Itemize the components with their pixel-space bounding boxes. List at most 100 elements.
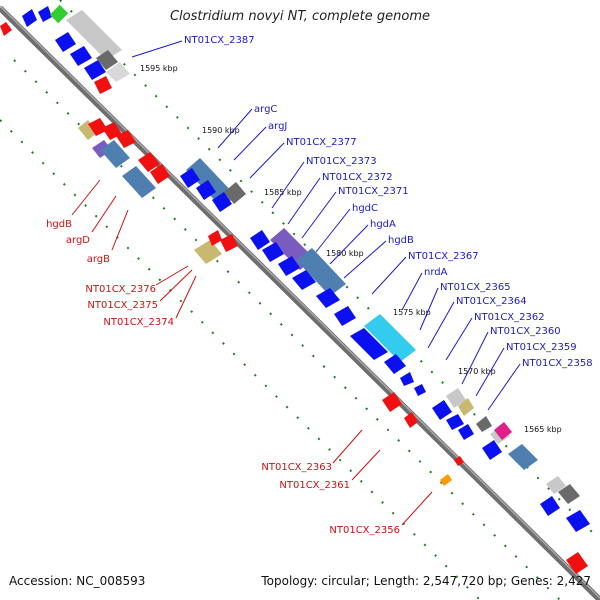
leader-line [271,161,305,209]
reverse-gene [404,412,418,428]
forward-gene [316,288,340,308]
forward-gene [180,168,200,188]
leader-line [233,126,267,161]
gene-label: NT01CX_2356 [329,525,400,536]
reverse-gene [94,76,112,94]
gene-label: NT01CX_2374 [103,317,174,328]
forward-gene [55,32,76,52]
forward-gene [262,242,284,262]
leader-line [351,449,381,481]
leader-line [332,429,363,464]
forward-gene [38,6,52,22]
leader-line [427,301,455,349]
forward-gene-dark [476,416,492,432]
forward-gene-blue-bar [508,444,538,470]
red-gene-labels: hgdB argD argB NT01CX_2376 NT01CX_2375 N… [46,219,400,536]
forward-gene [432,400,452,420]
reverse-gene [454,456,464,466]
forward-gene [212,192,232,212]
gene-label: NT01CX_2387 [184,35,255,46]
gene-label: NT01CX_2377 [286,137,357,148]
forward-gene [446,414,464,430]
gene-label: argB [87,254,110,265]
leader-line [401,491,433,526]
forward-gene [414,384,426,396]
kbp-tick-label: 1595 kbp [140,64,178,73]
leader-line [461,331,489,385]
gene-label: argD [66,235,90,246]
gene-label: argC [254,104,277,115]
gene-label: NT01CX_2373 [306,156,377,167]
forward-gene-dark [96,50,118,70]
gene-label: NT01CX_2372 [322,172,393,183]
forward-strand-genes [22,4,590,532]
forward-gene-light [66,10,122,60]
kbp-tick-label: 1570 kbp [458,367,496,376]
leader-line [419,287,439,331]
forward-gene-blue-bar [296,248,346,296]
leader-line [343,240,387,279]
forward-gene [250,230,270,250]
reverse-gene [138,152,160,172]
genome-backbone-highlight [0,5,600,599]
leader-line [91,195,117,233]
reverse-gene-olive [78,120,98,140]
leader-line [329,224,369,265]
leader-line [287,177,321,225]
leader-line [487,363,521,411]
leader-line [217,108,253,149]
leader-line [475,347,505,397]
forward-gene-cyan-bar [364,314,416,362]
reverse-gene-blue-bar [122,166,156,198]
leader-line [401,272,423,311]
forward-gene-green [49,4,69,24]
kbp-tick-label: 1565 kbp [524,425,562,434]
forward-gene-light [106,62,130,82]
reverse-gene-olive [194,240,222,264]
gene-label: NT01CX_2371 [338,186,409,197]
forward-gene [22,9,37,27]
forward-gene [350,328,388,360]
kbp-tick-label: 1575 kbp [393,308,431,317]
forward-gene [540,496,560,516]
leader-line [301,191,337,239]
forward-gene [566,510,590,532]
gene-label: NT01CX_2363 [261,462,332,473]
leader-line [445,317,473,361]
leader-line [71,179,101,216]
reverse-gene [566,552,588,574]
accession-label: Accession: NC_008593 [9,574,146,588]
blue-label-leaders [131,40,521,411]
forward-gene [482,440,502,460]
reverse-gene [382,392,402,412]
gene-label: NT01CX_2360 [490,326,561,337]
blue-gene-labels: NT01CX_2387 argC argJ NT01CX_2377 NT01CX… [184,35,593,369]
forward-gene [70,46,92,66]
genome-backbone [0,5,600,600]
gene-label: NT01CX_2375 [87,300,158,311]
leader-line [249,142,285,179]
gene-label: hgdC [352,203,378,214]
forward-gene-olive [458,398,474,416]
gene-label: hgdB [388,235,414,246]
forward-gene [400,372,414,386]
leader-line [159,269,193,302]
reverse-gene-orange [440,474,452,486]
forward-gene-dark [224,182,246,204]
gene-label: NT01CX_2358 [522,358,593,369]
reverse-gene [88,118,108,136]
reverse-gene [0,22,12,36]
leader-line [155,265,189,286]
gene-label: argJ [268,121,287,132]
leader-line [175,275,197,319]
reverse-gene [208,230,222,246]
forward-gene [278,256,300,276]
kbp-tick-label: 1590 kbp [202,126,240,135]
map-title: Clostridium novyi NT, complete genome [169,9,431,24]
forward-gene [334,306,356,326]
forward-gene-light [546,476,566,494]
gene-label: hgdB [46,219,72,230]
leader-line [111,209,129,251]
